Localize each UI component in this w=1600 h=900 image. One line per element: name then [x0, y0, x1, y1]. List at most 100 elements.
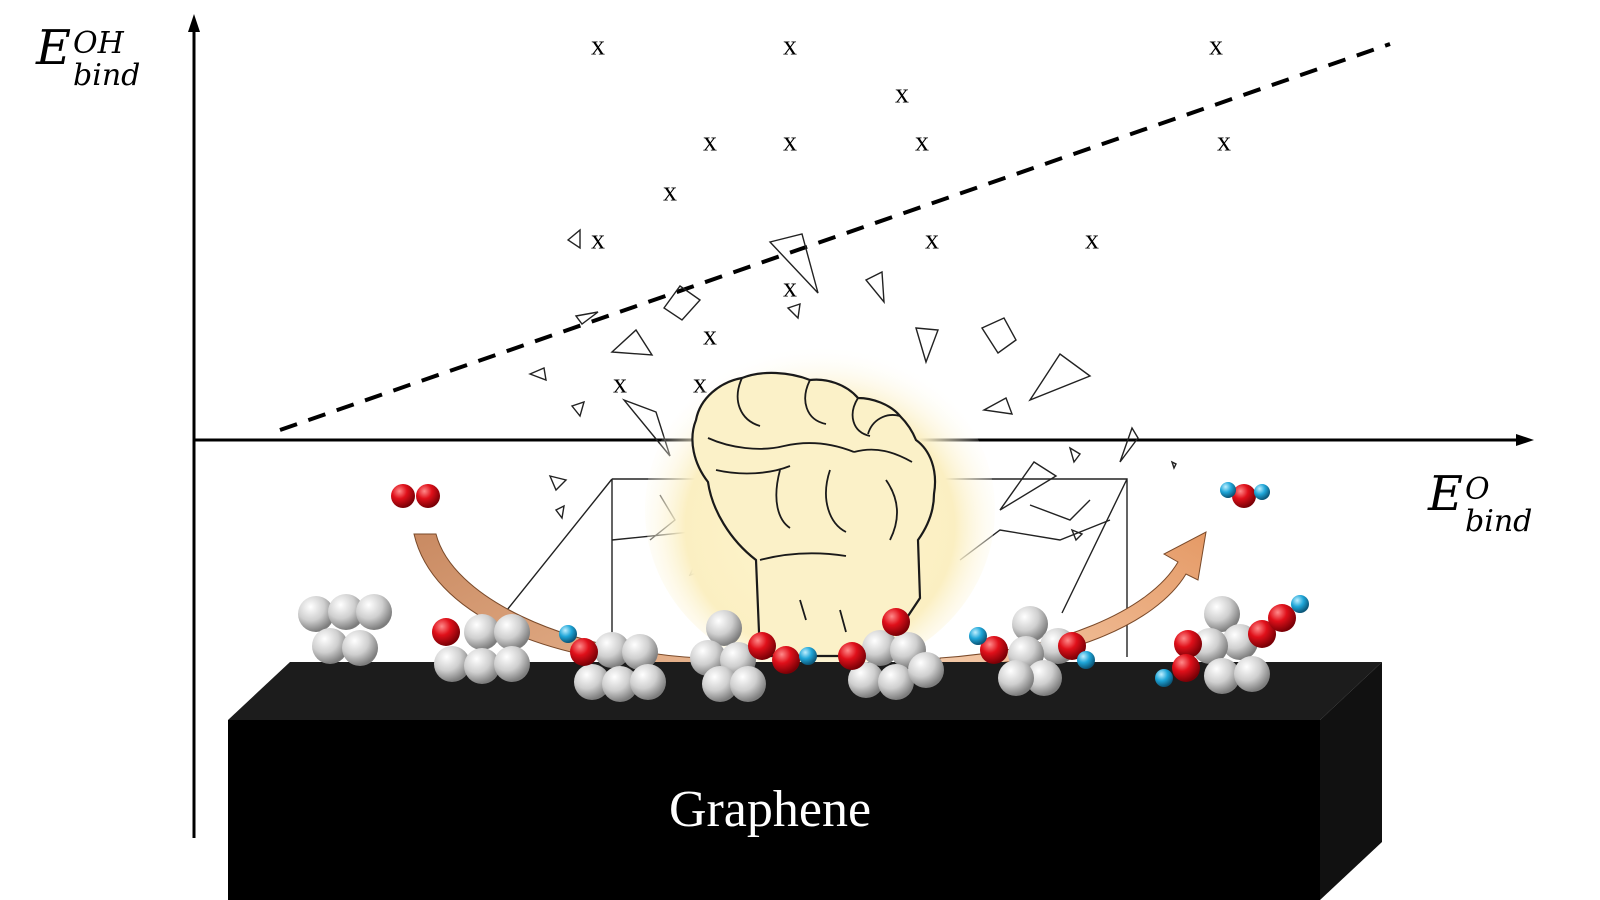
- metal-atom: [878, 664, 914, 700]
- oxygen-atom: [1232, 484, 1256, 508]
- metal-atom: [494, 646, 530, 682]
- metal-atom: [622, 634, 658, 670]
- metal-atom: [312, 628, 348, 664]
- glass-shard: [1170, 460, 1177, 470]
- glass-shard: [768, 233, 819, 294]
- glass-shard: [1068, 446, 1082, 464]
- scatter-marker: x: [783, 272, 797, 303]
- metal-atom: [998, 660, 1034, 696]
- fist-outline: [691, 371, 937, 658]
- glass-shard: [980, 317, 1017, 355]
- scatter-marker: x: [663, 176, 677, 207]
- hydrogen-atom: [1220, 482, 1236, 498]
- glass-shard: [566, 228, 581, 250]
- oxygen-atom: [1058, 632, 1086, 660]
- x-axis-label-sub: bind: [1465, 503, 1533, 539]
- scatter-marker: x: [591, 30, 605, 61]
- metal-atom: [1192, 628, 1228, 664]
- glass-shard: [915, 327, 939, 365]
- glass-shard: [981, 396, 1014, 415]
- scatter-marker: x: [703, 320, 717, 351]
- hydrogen-atom: [1077, 651, 1095, 669]
- metal-atom: [1012, 606, 1048, 642]
- x-axis-label-sup: O: [1465, 472, 1490, 507]
- y-axis-label-sup: OH: [73, 26, 124, 61]
- metal-atom: [328, 594, 364, 630]
- oxygen-atom: [416, 484, 440, 508]
- metal-atom: [908, 652, 944, 688]
- fist-icon: [645, 345, 995, 675]
- oxygen-atom: [1268, 604, 1296, 632]
- scatter-marker: x: [783, 126, 797, 157]
- metal-atom: [494, 614, 530, 650]
- oxygen-atom: [838, 642, 866, 670]
- substrate-label: Graphene: [668, 781, 872, 838]
- metal-atom: [434, 646, 470, 682]
- oxygen-atom: [748, 632, 776, 660]
- glass-shard: [864, 270, 885, 305]
- glass-shard: [1028, 352, 1092, 402]
- dashed-trend-line: [279, 42, 1391, 432]
- scatter-marker: x: [703, 126, 717, 157]
- hydrogen-atom: [1155, 669, 1173, 687]
- metal-atom: [862, 630, 898, 666]
- oxygen-atom: [432, 618, 460, 646]
- metal-atom: [298, 596, 334, 632]
- y-axis-arrowhead: [188, 14, 200, 32]
- scatter-marker: x: [895, 78, 909, 109]
- metal-atom: [1204, 596, 1240, 632]
- scatter-marker: x: [915, 126, 929, 157]
- glass-shard: [1119, 426, 1139, 463]
- metal-atom: [630, 664, 666, 700]
- scatter-marker: x: [591, 224, 605, 255]
- oxygen-atom: [1172, 654, 1200, 682]
- atom-clusters: [298, 482, 1309, 702]
- scatter-marker: x: [1217, 126, 1231, 157]
- glass-shard: [1070, 528, 1084, 542]
- fist-finger-lines: [707, 377, 913, 633]
- y-axis-label-sub: bind: [73, 57, 141, 93]
- graphene-substrate: [228, 662, 1382, 900]
- oxygen-atom: [882, 608, 910, 636]
- oxygen-atom: [1174, 630, 1202, 658]
- glass-shard: [528, 367, 547, 382]
- glass-shard: [999, 461, 1058, 511]
- hydrogen-atom: [559, 625, 577, 643]
- scatter-marker: x: [613, 368, 627, 399]
- glass-shard: [786, 302, 801, 320]
- scatter-marker: x: [925, 224, 939, 255]
- scatter-marker: x: [1209, 30, 1223, 61]
- metal-atom: [730, 666, 766, 702]
- metal-atom: [464, 648, 500, 684]
- substrate-side-face: [1320, 662, 1382, 900]
- metal-atom: [342, 630, 378, 666]
- hydrogen-atom: [799, 647, 817, 665]
- substrate-front-face: [228, 720, 1320, 900]
- glass-shard: [574, 311, 599, 325]
- oxygen-atom: [980, 636, 1008, 664]
- metal-atom: [574, 664, 610, 700]
- glass-shard: [554, 504, 565, 520]
- metal-atom: [602, 666, 638, 702]
- metal-atom: [356, 594, 392, 630]
- hydrogen-atom: [1254, 484, 1270, 500]
- x-axis-arrowhead: [1516, 434, 1534, 446]
- hydrogen-atom: [969, 627, 987, 645]
- metal-atom: [594, 632, 630, 668]
- metal-atom: [464, 614, 500, 650]
- oxygen-atom: [772, 646, 800, 674]
- oxygen-atom: [570, 638, 598, 666]
- metal-atom: [1026, 660, 1062, 696]
- glass-shard: [570, 400, 586, 418]
- glass-shard: [621, 398, 671, 457]
- glass-shard: [548, 474, 568, 492]
- glass-shard: [663, 285, 702, 321]
- metal-atom: [848, 662, 884, 698]
- scatter-marker: x: [1085, 224, 1099, 255]
- scatter-marker: x: [783, 30, 797, 61]
- hydrogen-atom: [1291, 595, 1309, 613]
